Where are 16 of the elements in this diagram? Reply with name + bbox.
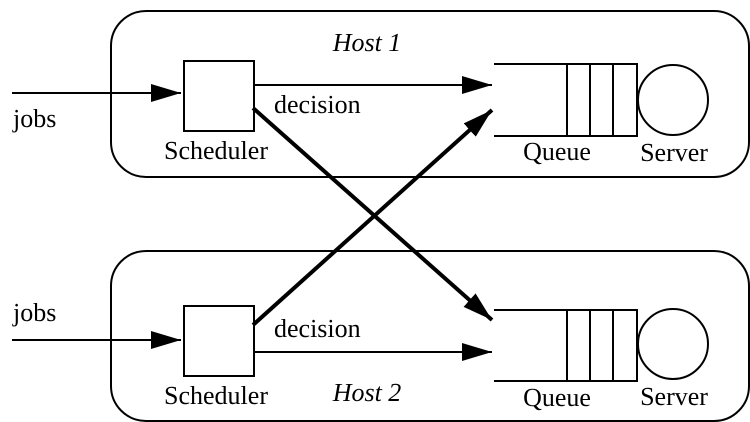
server-label: Server <box>640 140 708 166</box>
host-label: Host 1 <box>332 30 402 56</box>
arrow <box>253 343 492 361</box>
queue-label: Queue <box>523 385 591 411</box>
host-panel <box>110 10 750 178</box>
arrow <box>253 76 492 94</box>
server-label: Server <box>640 384 708 410</box>
scheduler-label: Scheduler <box>164 138 268 164</box>
queue-label: Queue <box>523 139 591 165</box>
edge-label: jobs <box>12 300 58 326</box>
host-label: Host 2 <box>332 380 402 406</box>
scheduler-label: Scheduler <box>164 383 268 409</box>
edge-label: jobs <box>12 106 58 132</box>
host-panel <box>110 250 750 422</box>
arrow <box>12 84 181 102</box>
arrow <box>12 331 181 349</box>
